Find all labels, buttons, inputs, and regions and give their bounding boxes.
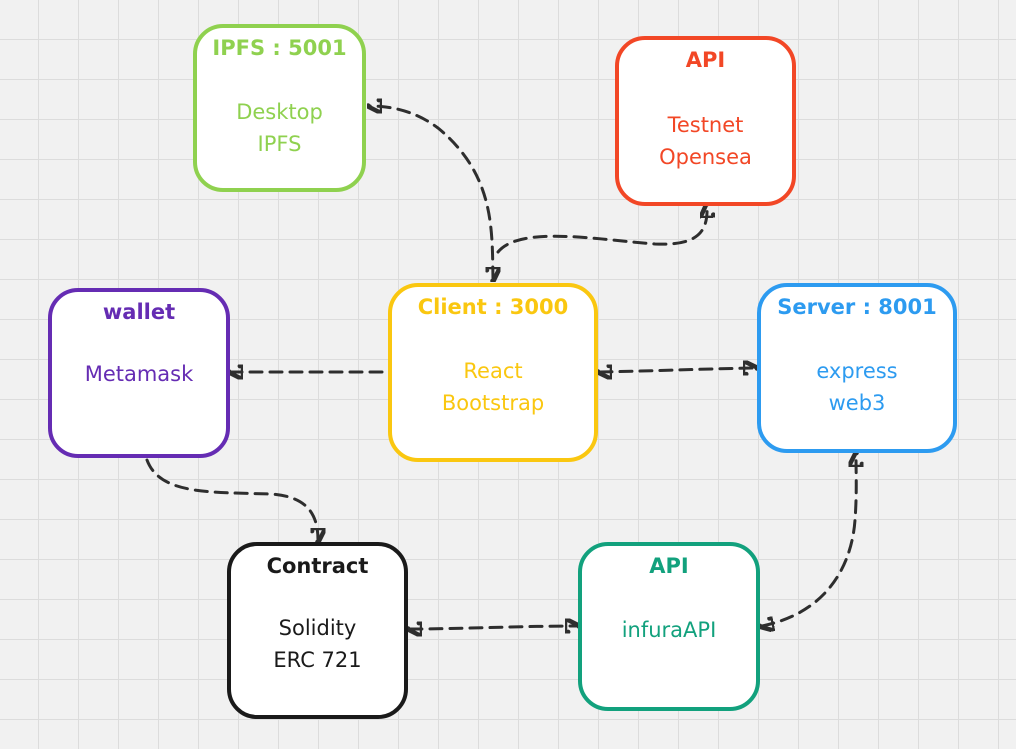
client-node-title: Client : 3000 bbox=[417, 295, 569, 319]
ipfs-node-line-2: IPFS bbox=[257, 132, 302, 156]
client-node-body: React Bootstrap bbox=[392, 355, 594, 419]
ipfs-node-line-1: Desktop bbox=[236, 100, 323, 124]
api-infura-node-title: API bbox=[649, 554, 689, 578]
connector-client-ipfs[interactable] bbox=[370, 106, 493, 279]
contract-node-line-2: ERC 721 bbox=[273, 648, 362, 672]
connector-client-api-opensea[interactable] bbox=[496, 206, 707, 254]
connector-api-infura-server[interactable] bbox=[762, 455, 856, 626]
api-opensea-node-title: API bbox=[685, 48, 726, 72]
connector-contract-api-infura[interactable] bbox=[410, 626, 577, 629]
contract-node-body: Solidity ERC 721 bbox=[231, 612, 404, 676]
contract-node[interactable]: Contract Solidity ERC 721 bbox=[227, 542, 408, 719]
contract-node-line-1: Solidity bbox=[278, 616, 357, 640]
wallet-node-body: Metamask bbox=[52, 358, 226, 390]
ipfs-node-body: Desktop IPFS bbox=[197, 96, 362, 160]
client-node[interactable]: Client : 3000 React Bootstrap bbox=[388, 283, 598, 462]
api-opensea-node[interactable]: API Testnet Opensea bbox=[615, 36, 796, 206]
api-infura-node[interactable]: API infuraAPI bbox=[578, 542, 760, 711]
server-node-line-2: web3 bbox=[828, 391, 886, 415]
wallet-node-title: wallet bbox=[102, 300, 176, 324]
ipfs-node-title: IPFS : 5001 bbox=[212, 36, 347, 60]
api-infura-node-line-1: infuraAPI bbox=[621, 618, 717, 642]
api-opensea-node-body: Testnet Opensea bbox=[619, 109, 792, 173]
server-node-body: express web3 bbox=[761, 355, 953, 419]
connector-client-server[interactable] bbox=[600, 368, 755, 372]
wallet-node[interactable]: wallet Metamask bbox=[48, 288, 230, 458]
api-infura-node-body: infuraAPI bbox=[582, 614, 756, 646]
contract-node-title: Contract bbox=[266, 554, 369, 578]
server-node-title: Server : 8001 bbox=[777, 295, 937, 319]
server-node[interactable]: Server : 8001 express web3 bbox=[757, 283, 957, 453]
api-opensea-node-line-2: Opensea bbox=[659, 145, 752, 169]
client-node-line-2: Bootstrap bbox=[441, 391, 545, 415]
connector-wallet-contract[interactable] bbox=[145, 458, 318, 540]
wallet-node-line-1: Metamask bbox=[84, 362, 194, 386]
api-opensea-node-line-1: Testnet bbox=[667, 113, 744, 137]
client-node-line-1: React bbox=[463, 359, 523, 383]
server-node-line-1: express bbox=[816, 359, 898, 383]
ipfs-node[interactable]: IPFS : 5001 Desktop IPFS bbox=[193, 24, 366, 192]
